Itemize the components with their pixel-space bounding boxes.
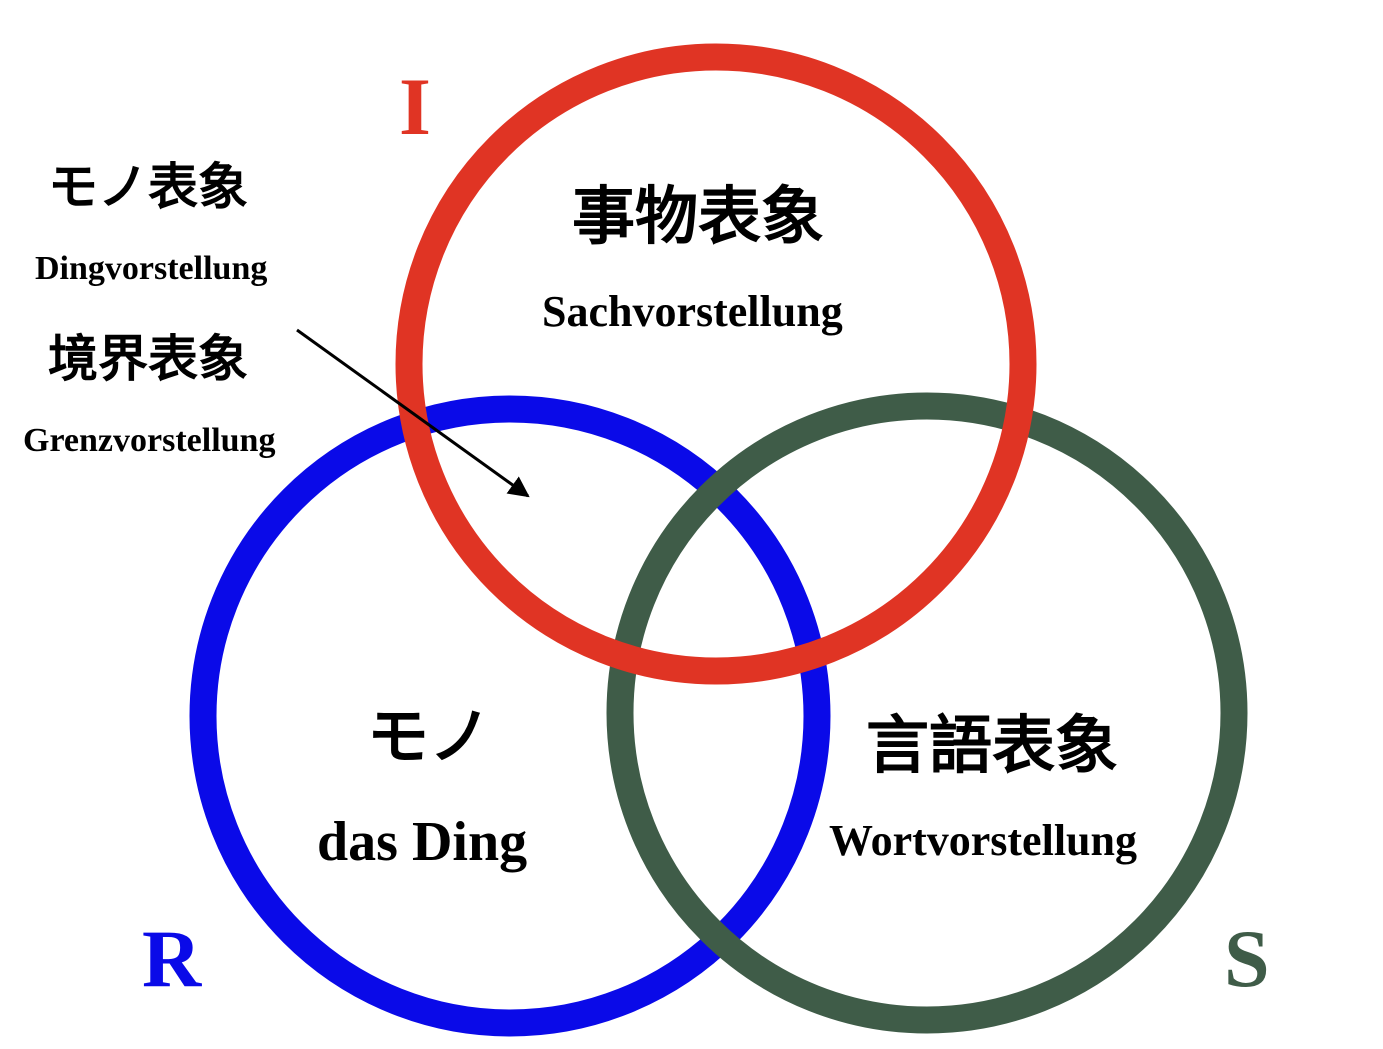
thing-representation-de: Dingvorstellung [35,250,268,287]
imaginary-region-jp: 事物表象 [572,180,824,253]
border-representation-de: Grenzvorstellung [23,422,276,459]
symbolic-region-jp: 言語表象 [866,709,1118,782]
real-letter: R [142,913,202,1004]
real-region-jp: モノ [367,700,492,773]
symbolic-ring [606,392,1248,1034]
real-region-de: das Ding [317,811,528,873]
real-ring [189,395,831,1037]
imaginary-region-de: Sachvorstellung [542,287,843,336]
border-representation-jp: 境界表象 [48,330,248,388]
imaginary-ring [395,43,1037,685]
thing-representation-jp: モノ表象 [48,158,248,216]
symbolic-region-de: Wortvorstellung [829,816,1137,865]
pointer-arrow [296,328,530,498]
imaginary-letter: I [399,61,431,152]
symbolic-letter: S [1224,913,1270,1004]
